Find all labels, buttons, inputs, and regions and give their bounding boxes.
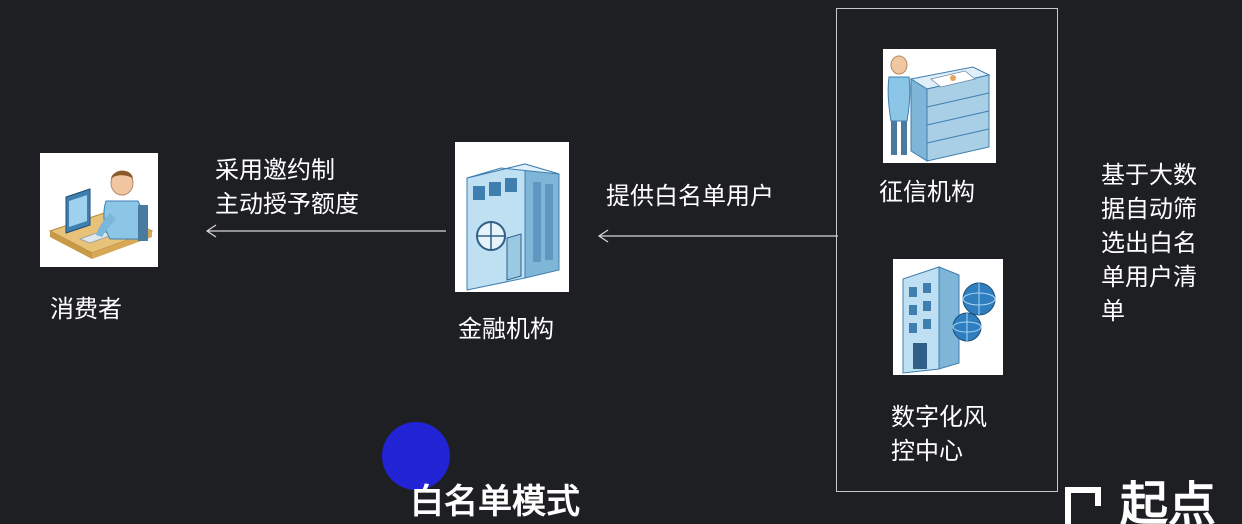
- credit-agency-label: 征信机构: [879, 178, 975, 206]
- risk-control-center-icon: [893, 259, 1003, 375]
- consumer-label: 消费者: [50, 295, 122, 323]
- description-line: 单: [1101, 297, 1125, 325]
- credit-agency-icon: [883, 49, 996, 163]
- page-title: 白名单模式: [410, 482, 580, 522]
- consumer-icon: [40, 153, 158, 267]
- data-source-group: [836, 8, 1058, 492]
- invite-label-line1: 采用邀约制: [215, 156, 335, 184]
- description-line: 单用户清: [1101, 263, 1197, 291]
- invite-label-line2: 主动授予额度: [215, 190, 359, 218]
- provide-whitelist-label: 提供白名单用户: [606, 182, 774, 210]
- bank-building-icon: [455, 142, 569, 292]
- logo: 起点: [1064, 480, 1242, 524]
- logo-mark-icon: [1065, 487, 1101, 524]
- institution-to-consumer-arrow: [205, 224, 446, 238]
- risk-center-label-line1: 数字化风: [891, 403, 987, 431]
- sources-to-institution-arrow: [597, 229, 838, 243]
- risk-center-label-line2: 控中心: [891, 437, 963, 465]
- description-line: 据自动筛: [1101, 195, 1197, 223]
- pointer-dot: [382, 422, 450, 490]
- description-line: 选出白名: [1101, 229, 1197, 257]
- whitelist-description: 基于大数 据自动筛 选出白名 单用户清 单: [1101, 158, 1221, 328]
- description-line: 基于大数: [1101, 161, 1197, 189]
- logo-text: 起点: [1120, 480, 1217, 524]
- financial-institution-label: 金融机构: [458, 315, 554, 343]
